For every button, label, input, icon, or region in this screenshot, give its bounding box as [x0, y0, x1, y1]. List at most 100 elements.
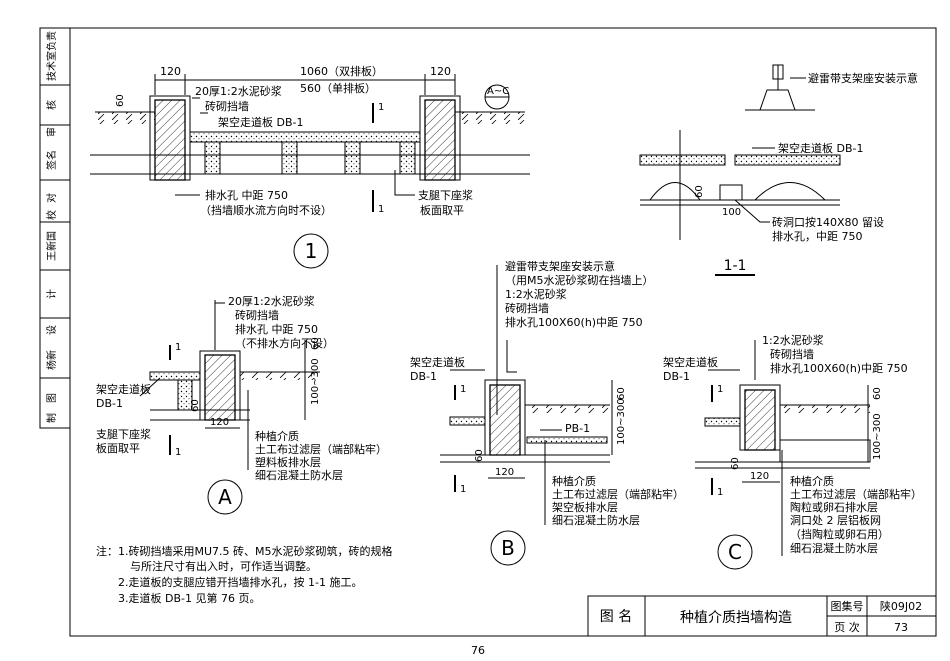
a-label-mortar: 20厚1:2水泥砂浆 [228, 294, 315, 308]
b-label-mortar: 1:2水泥砂浆 [505, 287, 567, 301]
a-dim-60: 60 [190, 399, 201, 412]
a-layer4: 细石混凝土防水层 [255, 468, 343, 482]
s11-dim-60: 60 [694, 185, 705, 198]
a-section-mark-bottom: 1 [175, 447, 181, 458]
b-section-mark-bottom: 1 [460, 484, 466, 495]
sidebar-role-0: 技术室负责 [45, 31, 58, 81]
note-2: 2.走道板的支腿应错开挡墙排水孔，按 1-1 施工。 [118, 575, 362, 589]
c-layer2: 土工布过滤层（端部粘牢） [790, 487, 922, 501]
c-label-board2: DB-1 [663, 370, 690, 383]
c-layer3: 陶粒或卵石排水层 [790, 500, 878, 514]
c-dim-120: 120 [750, 471, 769, 482]
b-label-pb: PB-1 [565, 422, 590, 435]
title-block: 图 名 种植介质挡墙构造 图集号 陕09J02 页 次 73 [587, 595, 937, 637]
sidebar-role-2: 审 [45, 127, 58, 137]
b-label-board: 架空走道板 [410, 355, 465, 369]
detail-1: 120 1060（双排板） 560（单排板） 120 60 A~C 1 1 [90, 64, 530, 269]
c-dim-top: 60 [872, 387, 883, 400]
a-label-board: 架空走道板 [96, 382, 151, 396]
s11-label-drain: 排水孔，中距 750 [772, 229, 863, 243]
section-1-1: 避雷带支架座安装示意 架空走道板 DB-1 60 100 砖洞口按140X80 … [639, 64, 918, 276]
d1-label-mortar: 20厚1:2水泥砂浆 [195, 84, 282, 98]
detail-c: 1:2水泥砂浆 砖砌挡墙 排水孔100X60(h)中距 750 1 架空走道板 … [663, 333, 922, 570]
c-title: C [728, 540, 742, 564]
d1-dim-right: 120 [430, 65, 451, 78]
b-layer1: 种植介质 [552, 474, 596, 488]
detail-a: 20厚1:2水泥砂浆 砖砌挡墙 排水孔 中距 750 （不排水方向不设） 1 架… [96, 294, 387, 515]
d1-section-mark-bottom: 1 [378, 204, 384, 215]
b-section-mark-top: 1 [460, 384, 466, 395]
tb-label-page: 页 次 [834, 620, 860, 634]
a-dim-120: 120 [210, 417, 229, 428]
sidebar-role-6: 王新国 [45, 231, 58, 261]
note-1: 1.砖砌挡墙采用MU7.5 砖、M5水泥砂浆砌筑，砖的规格 [118, 544, 393, 558]
notes-lead: 注： [96, 544, 118, 558]
d1-label-wall: 砖砌挡墙 [205, 99, 249, 113]
b-title: B [501, 536, 515, 560]
a-label-leg: 支腿下座浆 [96, 427, 151, 441]
d1-label-leg: 支腿下座浆 [418, 188, 473, 202]
b-dim-top: 60 [616, 387, 627, 400]
b-layer4: 细石混凝土防水层 [552, 513, 640, 527]
sidebar-role-7: 计 [45, 289, 58, 299]
tb-atlas: 陕09J02 [880, 599, 922, 613]
a-label-board2: DB-1 [96, 397, 123, 410]
c-label-wall: 砖砌挡墙 [770, 347, 814, 361]
c-layer1: 种植介质 [790, 474, 834, 488]
c-section-mark-bottom: 1 [717, 487, 723, 498]
s11-dim-100: 100 [722, 207, 741, 218]
b-dim-60: 60 [474, 449, 485, 462]
c-layer5: 细石混凝土防水层 [790, 541, 878, 555]
sidebar-role-9: 杨新 [45, 350, 58, 370]
b-label-lightning-note: （用M5水泥砂浆砌在挡墙上） [505, 273, 654, 287]
signature-sidebar: 技术室负责 核 审 签名 对 校 王新国 计 设 杨新 图 制 [39, 27, 71, 429]
c-label-board: 架空走道板 [663, 355, 718, 369]
a-layer3: 塑料板排水层 [255, 455, 321, 469]
c-label-mortar: 1:2水泥砂浆 [762, 333, 824, 347]
a-label-drain-note: （不排水方向不设） [235, 336, 334, 350]
c-dim-60: 60 [730, 457, 741, 470]
detail-b: 避雷带支架座安装示意 （用M5水泥砂浆砌在挡墙上） 1:2水泥砂浆 砖砌挡墙 排… [410, 259, 684, 566]
d1-dim-single: 560（单排板） [300, 81, 376, 95]
c-dim-height: 100~300 [872, 413, 883, 460]
b-layer2: 土工布过滤层（端部粘牢） [552, 487, 684, 501]
c-layer4: 洞口处 2 层铝板网 [790, 513, 881, 527]
s11-title: 1-1 [724, 258, 747, 274]
d1-label-leg2: 板面取平 [420, 203, 464, 217]
d1-label-board: 架空走道板 DB-1 [218, 115, 303, 129]
b-label-board2: DB-1 [410, 370, 437, 383]
footer-page-number: 76 [471, 644, 485, 657]
s11-label-hole: 砖洞口按140X80 留设 [772, 215, 884, 229]
b-dim-120: 120 [495, 467, 514, 478]
b-dim-height: 100~300 [616, 398, 627, 445]
d1-dim-left: 120 [160, 65, 181, 78]
d1-ref-tag: A~C [487, 86, 509, 97]
sidebar-role-4: 对 [45, 193, 58, 203]
a-label-wall: 砖砌挡墙 [235, 308, 279, 322]
sidebar-role-11: 制 [45, 413, 58, 423]
d1-dim-60: 60 [115, 94, 126, 107]
notes: 注： 1.砖砌挡墙采用MU7.5 砖、M5水泥砂浆砌筑，砖的规格 与所注尺寸有出… [96, 544, 393, 605]
a-title: A [218, 485, 232, 509]
d1-dim-total: 1060（双排板） [300, 64, 383, 78]
sidebar-role-3: 签名 [45, 150, 58, 170]
d1-section-mark-top: 1 [378, 102, 384, 113]
a-section-mark-top: 1 [175, 342, 181, 353]
d1-title: 1 [305, 239, 318, 263]
note-1b: 与所注尺寸有出入时，可作适当调整。 [130, 559, 317, 573]
b-layer3: 架空板排水层 [552, 500, 618, 514]
b-label-drain: 排水孔100X60(h)中距 750 [505, 315, 643, 329]
a-label-leg2: 板面取平 [96, 441, 140, 455]
c-section-mark-top: 1 [717, 384, 723, 395]
tb-name: 种植介质挡墙构造 [680, 610, 792, 626]
b-label-wall: 砖砌挡墙 [505, 301, 549, 315]
a-dim-top: 60 [310, 337, 321, 350]
sidebar-role-8: 设 [46, 325, 58, 335]
tb-label-name: 图 名 [600, 609, 632, 625]
a-dim-height: 100~300 [310, 358, 321, 405]
c-label-drain: 排水孔100X60(h)中距 750 [770, 361, 908, 375]
a-layer1: 种植介质 [255, 429, 299, 443]
a-layer2: 土工布过滤层（端部粘牢） [255, 442, 387, 456]
tb-page: 73 [894, 621, 908, 634]
